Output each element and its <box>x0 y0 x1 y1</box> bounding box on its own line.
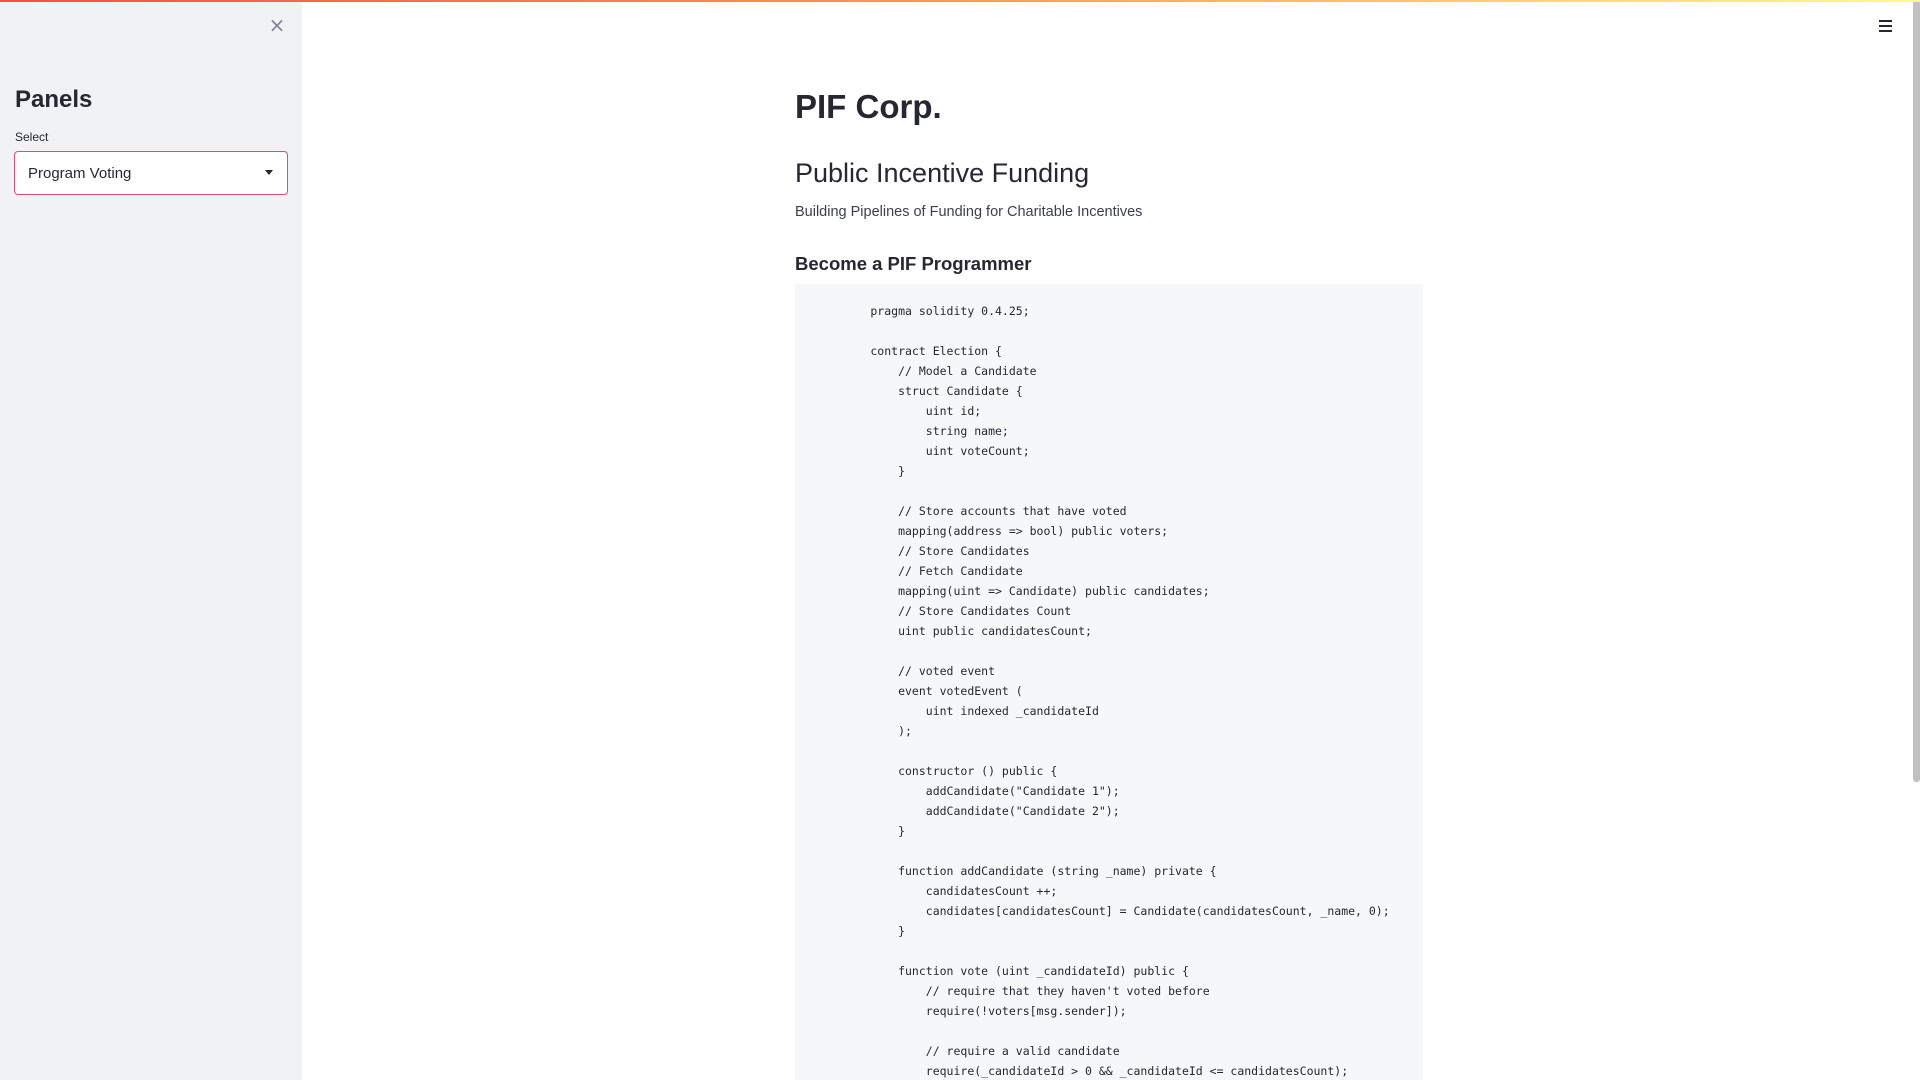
top-decoration-bar <box>0 0 1920 2</box>
scrollbar[interactable] <box>1913 0 1920 782</box>
page-title: PIF Corp. <box>795 88 942 125</box>
menu-line <box>1879 20 1892 22</box>
tagline: Building Pipelines of Funding for Charit… <box>795 204 1143 220</box>
sidebar-title: Panels <box>15 86 93 113</box>
code-block: pragma solidity 0.4.25; contract Electio… <box>795 284 1423 1080</box>
page-subtitle: Public Incentive Funding <box>795 158 1090 188</box>
sidebar: × Panels Select Program Voting <box>0 0 302 1080</box>
menu-line <box>1879 25 1892 27</box>
chevron-down-icon <box>265 170 273 175</box>
select-value: Program Voting <box>28 165 132 182</box>
close-icon[interactable]: × <box>268 13 286 37</box>
hamburger-menu-icon[interactable] <box>1874 14 1898 38</box>
code-text: pragma solidity 0.4.25; contract Electio… <box>870 304 1390 1078</box>
section-heading: Become a PIF Programmer <box>795 253 1032 274</box>
panel-select[interactable]: Program Voting <box>14 151 288 195</box>
select-label: Select <box>15 130 49 144</box>
menu-line <box>1879 30 1892 32</box>
